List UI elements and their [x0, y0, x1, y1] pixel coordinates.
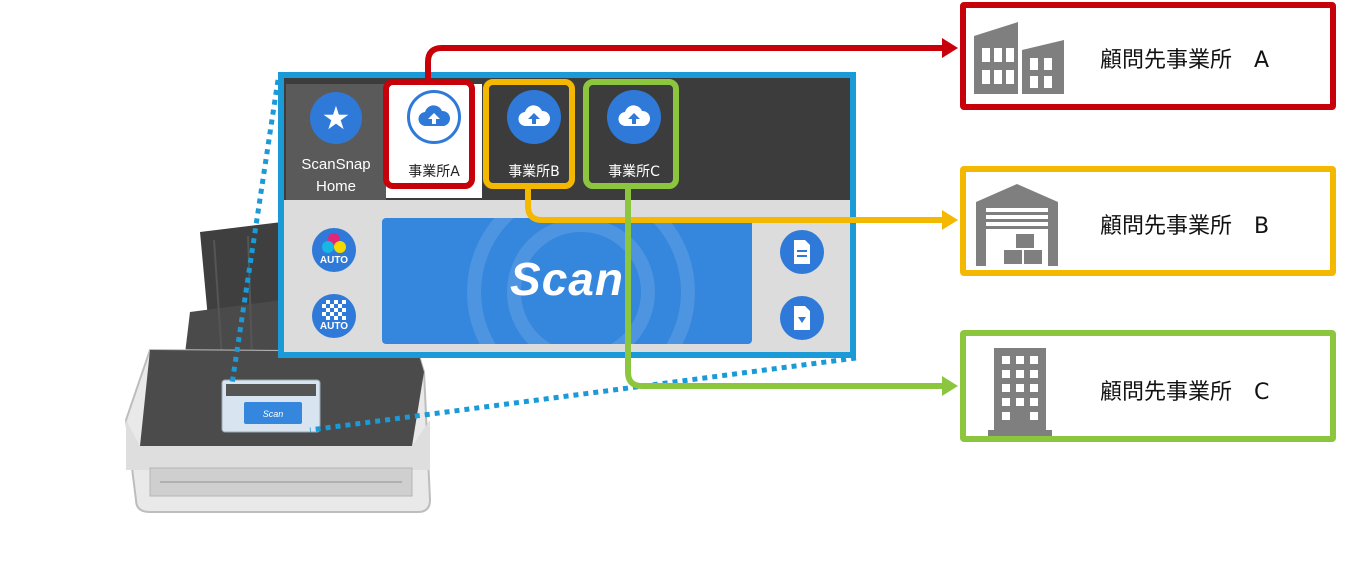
- highlight-profile-a: [383, 79, 475, 189]
- cloud-upload-icon: [507, 90, 561, 144]
- highlight-profile-b: [483, 79, 575, 189]
- scan-label: Scan: [510, 253, 624, 305]
- auto-color-button[interactable]: AUTO: [312, 228, 356, 272]
- home-label-line1: ScanSnap: [301, 156, 371, 173]
- destination-c: 顧問先事業所 C: [960, 330, 1336, 442]
- arrow-head-a: [942, 38, 958, 58]
- profile-label-b: 事業所B: [508, 164, 560, 180]
- cloud-upload-icon: [407, 90, 461, 144]
- destination-a: 顧問先事業所 A: [960, 2, 1336, 110]
- destination-name-a: 顧問先事業所 A: [1100, 48, 1270, 73]
- feed-mode-button[interactable]: [780, 296, 824, 340]
- office-building-icon: [988, 348, 1052, 436]
- arrow-head-b: [942, 210, 958, 230]
- scansnap-home-button[interactable]: ★ ScanSnap Home: [286, 84, 386, 200]
- single-page-button[interactable]: [780, 230, 824, 274]
- profile-button-c[interactable]: 事業所C: [586, 84, 682, 198]
- checker-icon: [322, 300, 346, 320]
- svg-text:Scan: Scan: [263, 409, 284, 419]
- auto-size-button[interactable]: AUTO: [312, 294, 356, 338]
- scan-button[interactable]: Scan: [382, 218, 752, 344]
- arrow-head-c: [942, 376, 958, 396]
- factory-icon: [974, 22, 1064, 94]
- warehouse-icon: [976, 184, 1058, 266]
- highlight-profile-c: [583, 79, 679, 189]
- document-icon: [794, 240, 810, 264]
- destination-b: 顧問先事業所 B: [960, 166, 1336, 276]
- auto-size-label: AUTO: [319, 321, 349, 332]
- profile-label-c: 事業所C: [608, 164, 660, 180]
- star-icon: ★: [310, 92, 362, 144]
- profile-label-a: 事業所A: [408, 164, 460, 180]
- color-dots-icon: [322, 233, 346, 253]
- auto-color-label: AUTO: [319, 255, 349, 266]
- document-down-icon: [794, 306, 810, 330]
- destination-name-b: 顧問先事業所 B: [1100, 214, 1270, 239]
- home-label-line2: Home: [315, 178, 356, 195]
- destination-name-c: 顧問先事業所 C: [1100, 380, 1270, 405]
- cloud-upload-icon: [607, 90, 661, 144]
- touch-panel-zoom: ★ ScanSnap Home 事業所A 事業所B 事業所C: [278, 72, 856, 358]
